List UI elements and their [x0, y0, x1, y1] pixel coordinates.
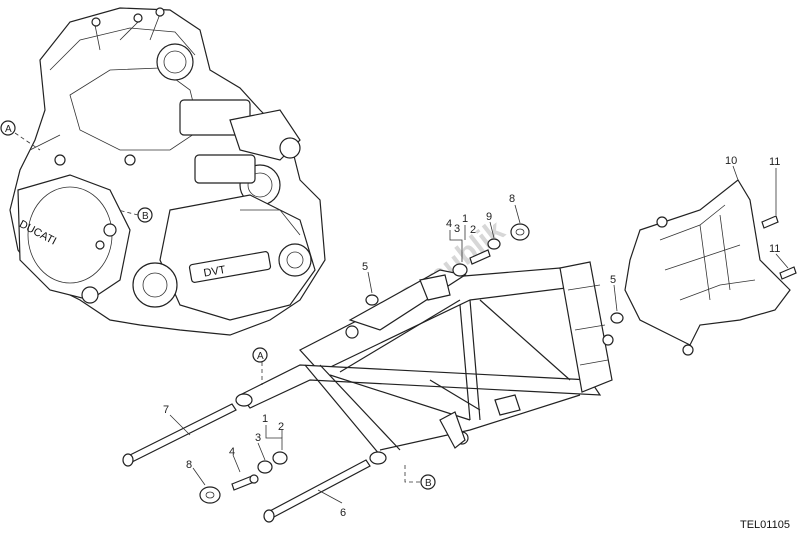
part-6-long-bolt: [263, 459, 371, 523]
part-7-long-bolt: [122, 403, 237, 467]
leader-lines: [169, 165, 789, 504]
reference-b-engine: B: [117, 207, 153, 223]
trellis-frame: [235, 261, 614, 465]
reference-a-frame-label: A: [257, 351, 264, 362]
part-11-upper-screw: [761, 215, 779, 229]
callout-5-upper: 5: [362, 261, 368, 273]
part-2-lower-spacer: [272, 451, 288, 465]
callout-5-right: 5: [610, 274, 616, 286]
part-11-lower-screw: [779, 266, 797, 280]
callout-3-upper: 3: [454, 223, 460, 235]
part-4-upper-bolt: [469, 249, 491, 265]
part-5-right-nut: [610, 312, 624, 324]
rear-bracket: [624, 179, 791, 356]
engine-illustration: DVT DUCATI: [9, 7, 326, 336]
callout-4-lower: 4: [229, 446, 235, 458]
part-5-upper-nut: [365, 294, 379, 306]
reference-b-engine-label: B: [142, 211, 149, 222]
callout-7: 7: [163, 404, 169, 416]
callout-11-upper: 11: [769, 156, 780, 168]
callout-10: 10: [725, 155, 737, 167]
callout-2-lower: 2: [278, 421, 284, 433]
callout-8-lower: 8: [186, 459, 192, 471]
callout-3-lower: 3: [255, 432, 261, 444]
part-4-lower-bolt: [231, 474, 259, 491]
part-9-washer: [487, 238, 501, 250]
callout-4-upper: 4: [446, 218, 452, 230]
drawing-code: TEL01105: [740, 519, 790, 531]
callout-11-lower: 11: [769, 243, 780, 255]
callout-2-upper: 2: [470, 224, 476, 236]
reference-b-frame-label: B: [425, 478, 432, 489]
part-3-upper-spacer: [452, 263, 468, 277]
part-3-lower-spacer: [257, 460, 273, 474]
callout-1-lower: 1: [262, 413, 268, 425]
callout-1-upper: 1: [462, 213, 468, 225]
callout-numbers: 7 8 4 1 3 2 6 5 4 3 1 2 9 8 5 10 11 11: [163, 155, 780, 519]
callout-8-upper: 8: [509, 193, 515, 205]
svg-text:DVT: DVT: [203, 264, 227, 280]
callout-9: 9: [486, 211, 492, 223]
reference-a-engine-label: A: [5, 124, 12, 135]
reference-b-frame: B: [404, 465, 436, 490]
part-8-lower-bushing: [199, 486, 221, 504]
reference-a-frame: A: [252, 347, 268, 385]
callout-6: 6: [340, 507, 346, 519]
reference-a-engine: A: [0, 120, 41, 151]
part-8-upper-bushing: [510, 223, 530, 241]
